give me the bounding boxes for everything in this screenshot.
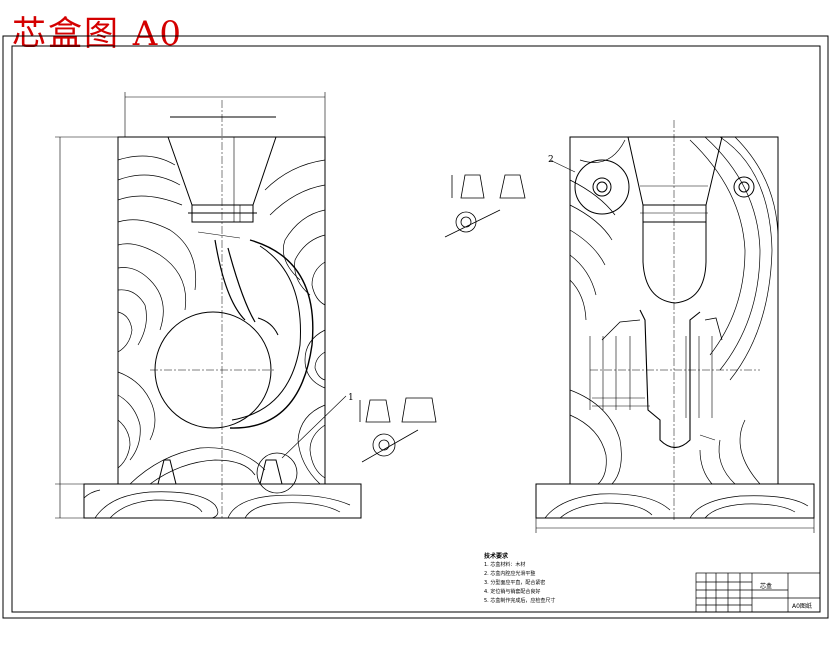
- left-centerlines: [150, 100, 275, 520]
- outer-border: [2, 35, 829, 619]
- left-box-body: [117, 136, 326, 485]
- drawing-title: 芯盒图 A0: [12, 14, 183, 54]
- detail-taper-c: [365, 399, 391, 423]
- funnel-outline: [167, 136, 277, 223]
- bolt-boss-large: [574, 159, 630, 215]
- right-locating-pin: [259, 459, 283, 485]
- note-item: 1. 芯盒材料：木材: [484, 562, 526, 568]
- hook-shank: [214, 239, 256, 323]
- right-centerlines: [590, 120, 760, 520]
- left-dimensions: [55, 92, 326, 519]
- right-view: [535, 120, 815, 533]
- detail-views: [359, 174, 526, 463]
- detail-taper-d: [401, 397, 437, 423]
- right-hook-section: [639, 309, 701, 449]
- note-item: 3. 分型面应平直，配合紧密: [484, 580, 546, 586]
- hook-outer-curve: [229, 239, 314, 429]
- title-block-code: A0图纸: [792, 602, 812, 610]
- hook-inner-curve: [231, 245, 301, 421]
- note-item: 4. 定位销与销套配合良好: [484, 589, 541, 595]
- left-base-grain: [83, 489, 351, 519]
- inner-border: [11, 45, 821, 613]
- right-dimensions: [535, 159, 815, 533]
- detail-circle-1: [256, 452, 298, 494]
- bolt-hole-left: [592, 177, 612, 197]
- detail-taper-b: [499, 174, 526, 199]
- left-wood-grain: [117, 155, 326, 485]
- callout-1: 1: [348, 393, 354, 403]
- left-locating-pin: [157, 459, 177, 485]
- note-item: 2. 芯盒内腔应光滑平整: [484, 571, 536, 577]
- right-funnel: [627, 136, 723, 223]
- detail-taper-a: [460, 174, 485, 199]
- title-block: 芯盒 A0图纸: [695, 572, 821, 613]
- technical-notes: 技术要求 1. 芯盒材料：木材 2. 芯盒内腔应光滑平整 3. 分型面应平直，配…: [484, 552, 555, 606]
- right-base-plate: [535, 483, 815, 519]
- notes-heading: 技术要求: [484, 553, 509, 560]
- callout-2: 2: [548, 155, 554, 165]
- right-cavity-bottom: [642, 261, 707, 304]
- right-base-grain: [544, 493, 809, 519]
- bolt-hole-right: [733, 176, 755, 198]
- title-block-name: 芯盒: [760, 582, 772, 590]
- note-item: 5. 芯盒制作完成后，应检查尺寸: [484, 598, 556, 604]
- left-view: [55, 92, 362, 520]
- left-base-plate: [83, 483, 362, 519]
